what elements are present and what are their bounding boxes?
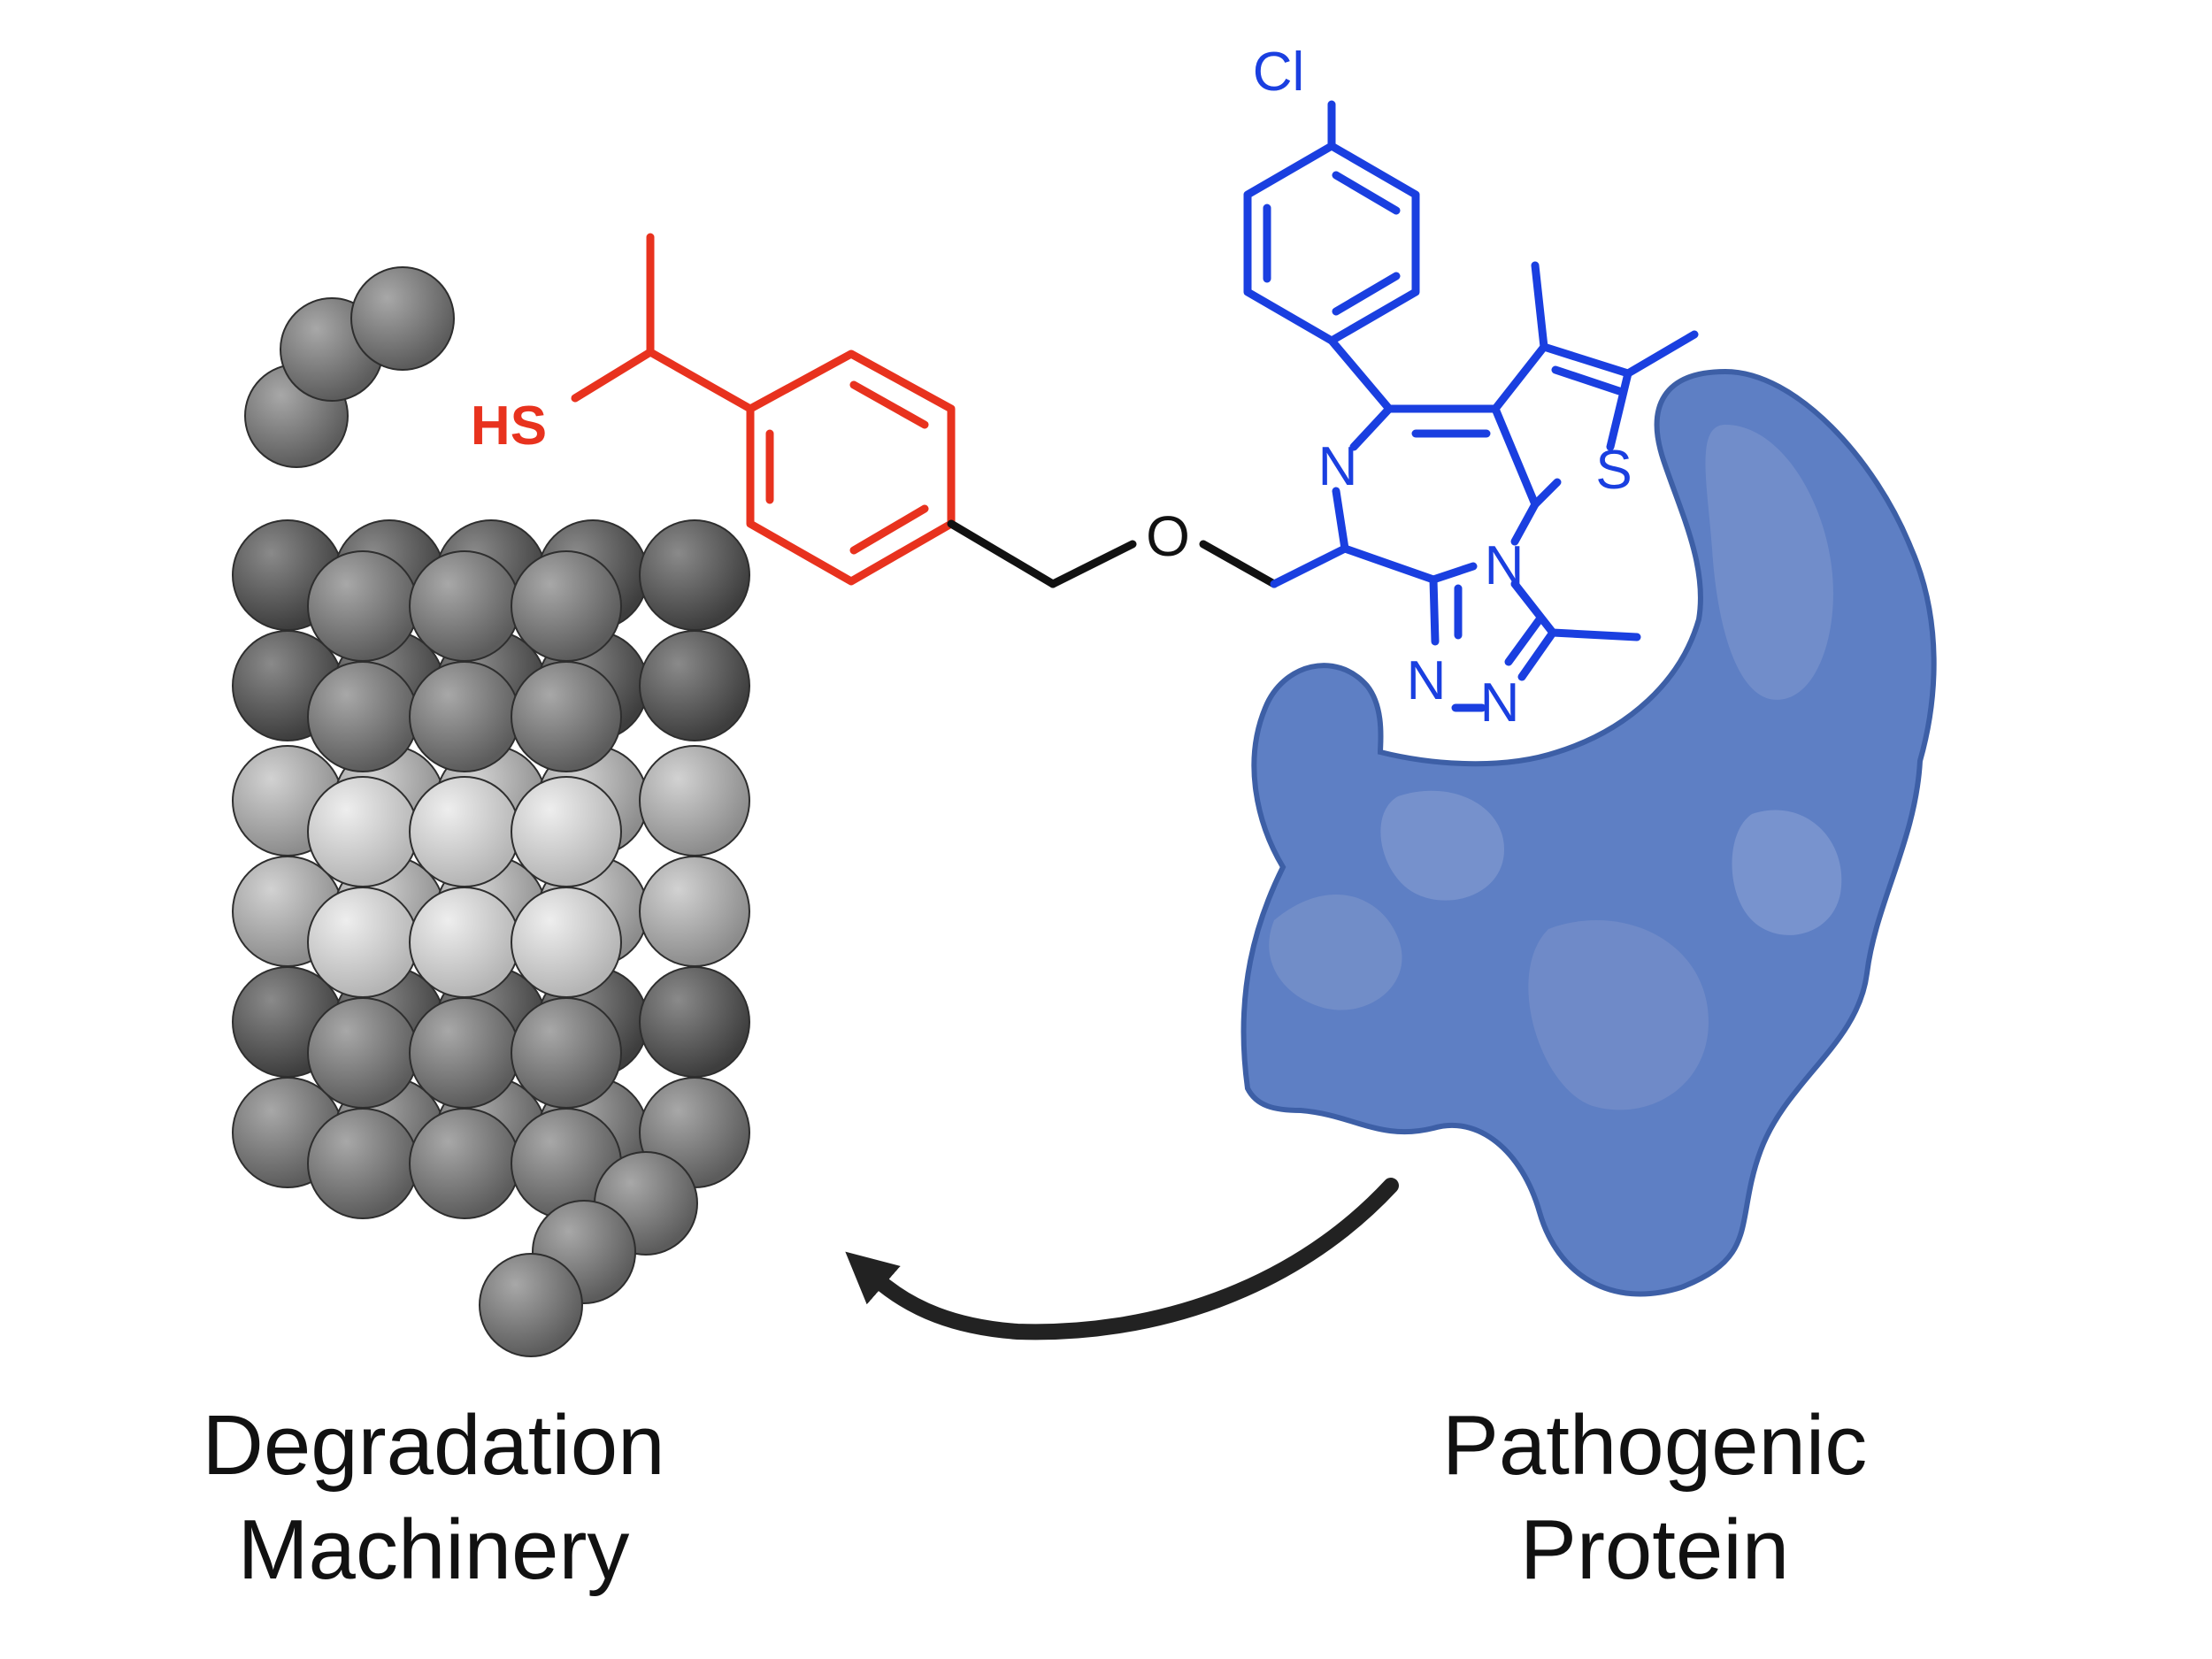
proteasome-subunit — [409, 997, 520, 1109]
proteasome-subunit — [639, 966, 750, 1078]
pathogenic-protein-caption: Pathogenic Protein — [1380, 1394, 1929, 1602]
caption-left-line-1: Degradation — [202, 1398, 665, 1493]
warhead-fragment — [571, 233, 956, 586]
sulfur-label: S — [1595, 440, 1632, 501]
oxygen-label: O — [1146, 504, 1190, 568]
proteasome-subunit — [409, 887, 520, 998]
hs-label: HS — [471, 396, 547, 457]
triazole-nitrogen-2-label: N — [1480, 672, 1520, 733]
proteasome-subunit — [511, 887, 622, 998]
proteasome-subunit — [511, 776, 622, 887]
protein-blob-icon — [1240, 368, 1937, 1297]
linker-fragment — [947, 519, 1279, 588]
proteasome-subunit — [307, 1108, 419, 1219]
proteasome-subunit — [639, 630, 750, 741]
caption-right-line-2: Protein — [1519, 1502, 1790, 1597]
triazole-nitrogen-1-label: N — [1407, 650, 1447, 711]
caption-right-line-1: Pathogenic — [1441, 1398, 1868, 1493]
proteasome-subunit — [511, 550, 622, 662]
proteasome-tail-subunit — [350, 266, 455, 371]
bridge-nitrogen-label: N — [1485, 535, 1525, 596]
caption-left-line-2: Machinery — [237, 1502, 630, 1597]
proteasome-subunit — [639, 856, 750, 967]
proteasome-subunit — [307, 776, 419, 887]
proteasome-subunit — [307, 661, 419, 772]
proteasome-subunit — [409, 550, 520, 662]
proteasome-subunit — [409, 661, 520, 772]
proteasome-icon — [232, 266, 750, 1357]
ligand-fragment — [1243, 100, 1699, 712]
proteasome-subunit — [639, 519, 750, 631]
proteasome-subunit — [409, 1108, 520, 1219]
proteasome-tail-subunit — [479, 1253, 583, 1357]
proteasome-subunit — [639, 745, 750, 856]
proteasome-subunit — [511, 997, 622, 1109]
proteasome-subunit — [409, 776, 520, 887]
proteasome-subunit — [511, 661, 622, 772]
curved-arrow-icon — [845, 1178, 1399, 1340]
degradation-machinery-caption: Degradation Machinery — [150, 1394, 717, 1602]
proteasome-subunit — [307, 887, 419, 998]
proteasome-subunit — [307, 550, 419, 662]
chlorine-label: Cl — [1253, 42, 1305, 103]
azepine-nitrogen-label: N — [1318, 436, 1358, 497]
proteasome-subunit — [307, 997, 419, 1109]
